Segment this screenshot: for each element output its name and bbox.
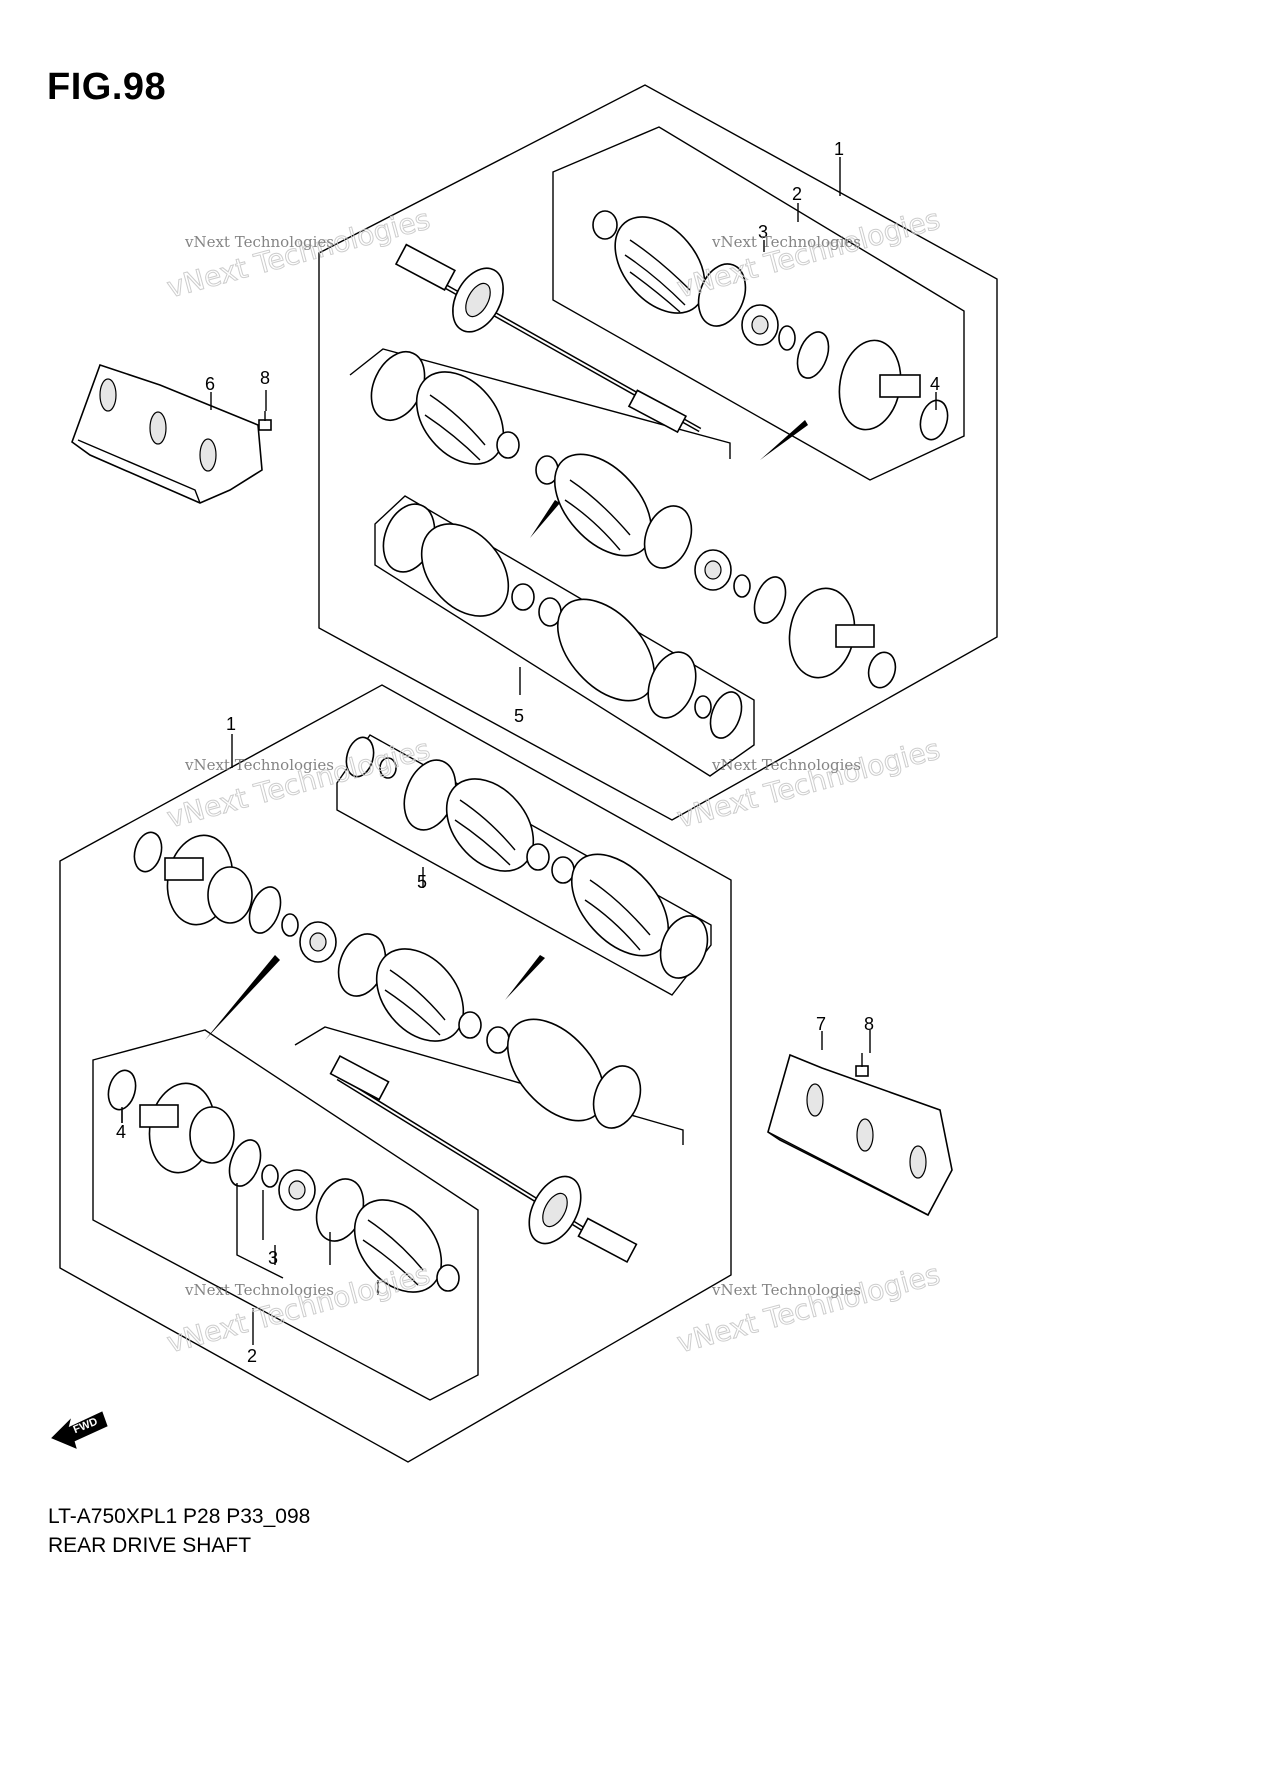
callout-top-1: 1: [834, 139, 844, 159]
rear-guard-6: [71, 363, 272, 504]
callout-top-4: 4: [930, 374, 940, 394]
bottom-repair-kit-parts: [345, 736, 709, 1000]
watermark-small: vNext Technologies: [184, 233, 334, 251]
callout-guard-7: 7: [816, 1014, 826, 1034]
callout-bolt-8b: 8: [864, 1014, 874, 1034]
model-code: LT-A750XPL1 P28 P33_098: [48, 1505, 311, 1528]
watermark-small: vNext Technologies: [711, 1281, 861, 1299]
bottom-assembly-frame: [59, 684, 732, 1463]
callout-bolt-8a: 8: [260, 368, 270, 388]
watermark-large: vNext Technologies: [673, 1257, 943, 1359]
top-assembly-frame: [318, 84, 998, 821]
callout-guard-6: 6: [205, 374, 215, 394]
top-repair-kit-box: [374, 495, 755, 777]
watermark-large: vNext Technologies: [673, 732, 943, 834]
callout-bottom-5: 5: [417, 872, 427, 892]
callout-top-3: 3: [758, 222, 768, 242]
callout-bottom-4: 4: [116, 1122, 126, 1142]
leader-lines: [121, 157, 937, 1345]
bottom-middle-parts: [133, 831, 642, 1264]
bottom-kit-parts: [107, 1069, 460, 1295]
top-kit-box: [552, 126, 965, 481]
watermark-small: vNext Technologies: [711, 233, 861, 251]
bottom-repair-kit-box: [336, 734, 712, 996]
top-repair-kit-parts: [370, 351, 897, 739]
watermark-large: vNext Technologies: [163, 1257, 433, 1359]
rear-guard-7: [767, 1053, 953, 1217]
watermark-small: vNext Technologies: [711, 756, 861, 774]
top-drive-shaft: [394, 243, 702, 434]
top-shaft-bracket: [349, 348, 731, 459]
forward-direction-arrow: FWD: [51, 1411, 108, 1449]
top-kit-parts: [592, 210, 949, 441]
callout-top-2: 2: [792, 184, 802, 204]
watermark-small: vNext Technologies: [184, 1281, 334, 1299]
diagram-name: REAR DRIVE SHAFT: [48, 1534, 252, 1557]
watermark-large: vNext Technologies: [163, 732, 433, 834]
bottom-shaft-bracket: [294, 1026, 684, 1145]
callout-bottom-1: 1: [226, 714, 236, 734]
bottom-kit-box: [92, 1029, 479, 1401]
watermark-small: vNext Technologies: [184, 756, 334, 774]
callout-bottom-3: 3: [268, 1248, 278, 1268]
callout-top-5: 5: [514, 706, 524, 726]
callout-bottom-2: 2: [247, 1346, 257, 1366]
figure-title: FIG.98: [47, 66, 167, 108]
watermark-large: vNext Technologies: [163, 202, 433, 304]
